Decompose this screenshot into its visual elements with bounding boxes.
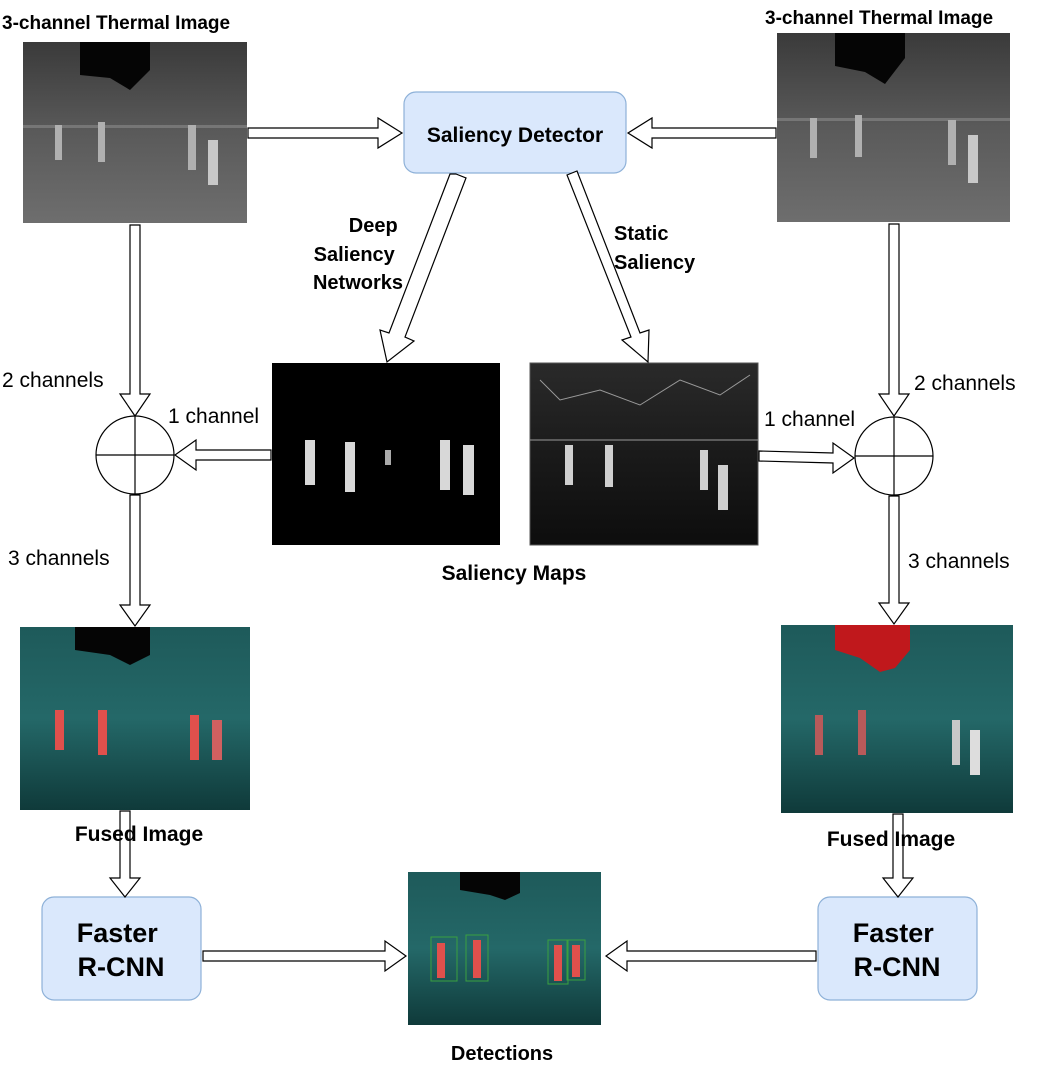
deep-saliency-label: Deep Saliency Networks	[313, 215, 403, 294]
thermal-image-left	[23, 42, 247, 223]
static-saliency-map	[529, 362, 759, 546]
arrow-fused-left-to-rcnn	[108, 810, 142, 898]
fused-image-left	[20, 627, 250, 810]
arrow-fusion-to-fused-right	[877, 495, 911, 626]
arrow-static-map-to-fusion	[758, 441, 856, 475]
arrow-thermal-left-to-detector	[247, 116, 404, 150]
arrow-rcnn-left-to-detections	[202, 939, 408, 973]
arrow-thermal-left-to-fusion	[118, 224, 152, 418]
thermal-right-label: 3-channel Thermal Image	[765, 8, 993, 29]
detections-image	[408, 872, 601, 1025]
arrow-thermal-right-to-detector	[626, 116, 777, 150]
thermal-left-label: 3-channel Thermal Image	[2, 13, 230, 34]
three-channels-right-label: 3 channels	[908, 550, 1010, 573]
fused-image-right	[781, 625, 1013, 813]
arrow-deep-map-to-fusion	[173, 438, 272, 472]
arrow-thermal-right-to-fusion	[877, 223, 911, 418]
arrow-detector-to-static-saliency	[566, 170, 650, 364]
thermal-image-right	[777, 33, 1010, 222]
saliency-maps-label: Saliency Maps	[442, 562, 587, 585]
fusion-circle-left	[95, 415, 175, 495]
two-channels-right-label: 2 channels	[914, 372, 1016, 395]
arrow-rcnn-right-to-detections	[604, 939, 817, 973]
one-channel-left-label: 1 channel	[168, 405, 259, 428]
two-channels-left-label: 2 channels	[2, 369, 104, 392]
fusion-circle-right	[854, 416, 934, 496]
faster-rcnn-box-right	[817, 896, 978, 1001]
three-channels-left-label: 3 channels	[8, 547, 110, 570]
faster-rcnn-box-left	[41, 896, 202, 1001]
static-saliency-label: Static Saliency	[614, 223, 696, 274]
arrow-detector-to-deep-saliency	[379, 173, 467, 364]
deep-saliency-map	[272, 363, 500, 545]
arrow-fused-right-to-rcnn	[881, 813, 915, 898]
saliency-detector-label: Saliency Detector	[427, 124, 603, 147]
detections-label: Detections	[451, 1043, 553, 1065]
fused-right-label: Fused Image	[827, 828, 955, 851]
saliency-detector-box	[403, 91, 627, 174]
faster-rcnn-left-label: Faster R-CNN	[77, 918, 166, 982]
arrow-fusion-to-fused-left	[118, 494, 152, 628]
one-channel-right-label: 1 channel	[764, 408, 855, 431]
faster-rcnn-right-label: Faster R-CNN	[853, 918, 942, 982]
fused-left-label: Fused Image	[75, 823, 203, 846]
